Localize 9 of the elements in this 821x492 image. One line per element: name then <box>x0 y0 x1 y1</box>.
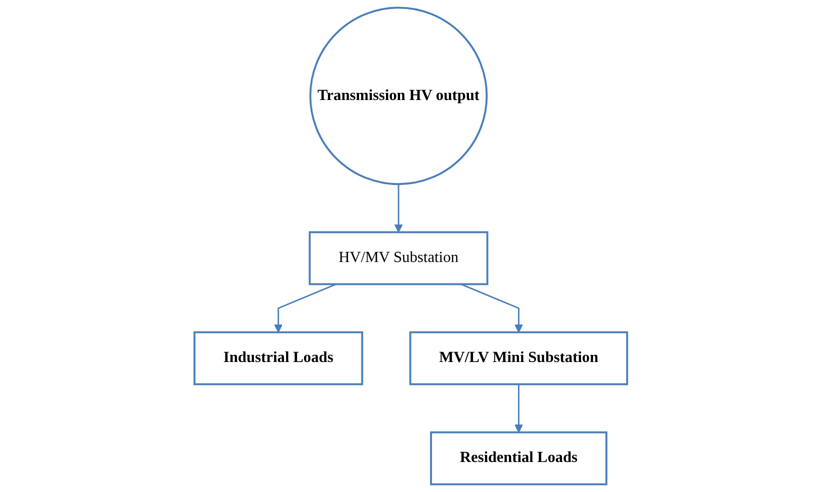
arrow <box>514 384 523 433</box>
node-circle: Transmission HV output <box>309 6 488 186</box>
node-box: Residential Loads <box>430 431 608 486</box>
node-box: MV/LV Mini Substation <box>409 331 628 386</box>
arrow <box>394 184 402 233</box>
arrow <box>460 284 523 333</box>
node-box: Industrial Loads <box>193 331 363 386</box>
node-box: HV/MV Substation <box>308 231 488 286</box>
arrow <box>274 284 336 333</box>
